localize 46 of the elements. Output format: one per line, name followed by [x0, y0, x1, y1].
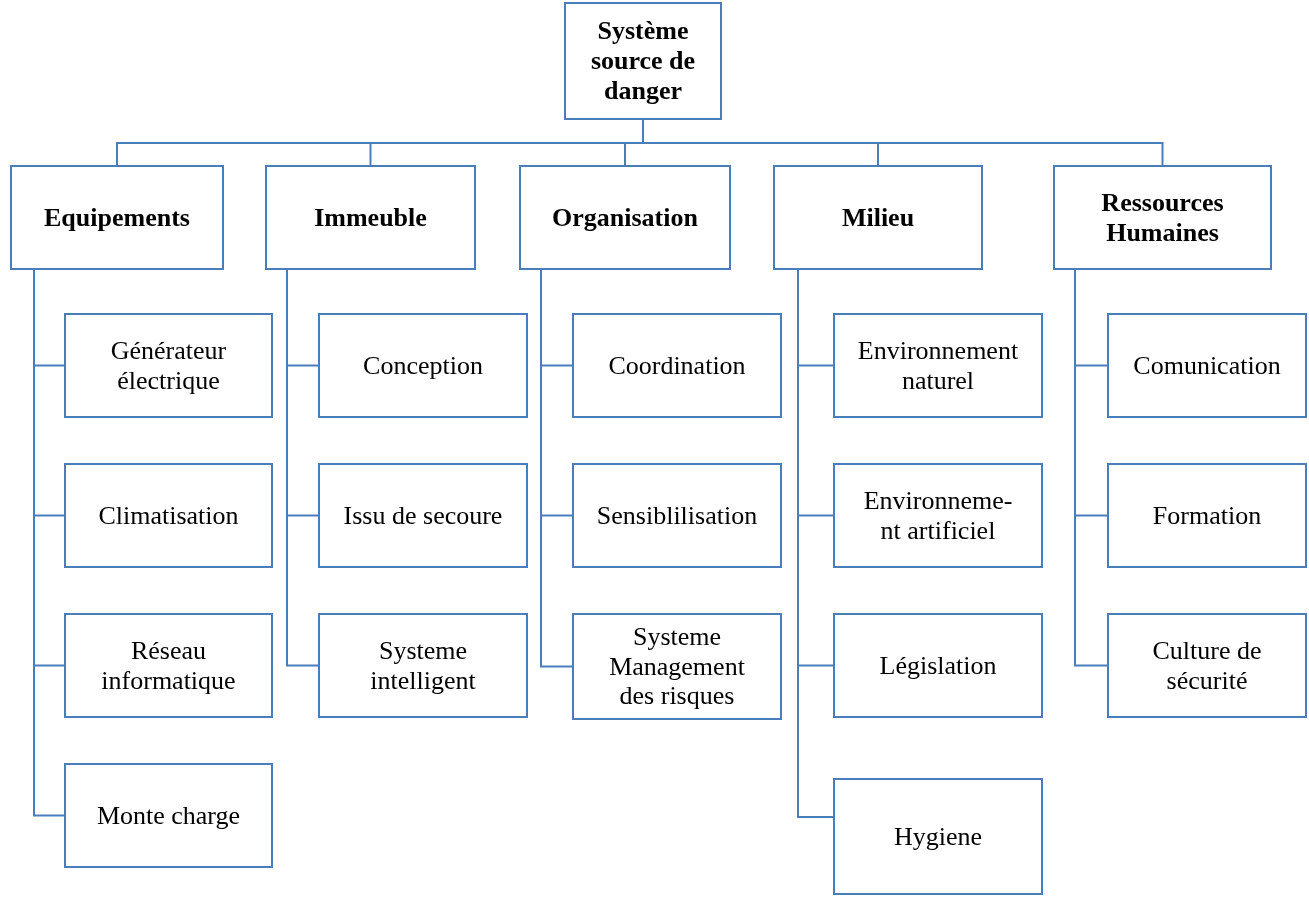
category-label: Système source de danger — [589, 16, 697, 106]
item-label: Environneme- nt artificiel — [862, 485, 1014, 546]
item-box — [833, 613, 1043, 718]
item-box — [1107, 463, 1307, 568]
item-label: Systeme Management des risques — [608, 621, 746, 712]
item-label: Climatisation — [98, 500, 239, 531]
item-label: Systeme intelligent — [369, 635, 477, 696]
item-box — [833, 463, 1043, 568]
category-box — [1053, 165, 1272, 270]
item-label: Hygiene — [893, 821, 983, 852]
category-label: Organisation — [552, 202, 698, 233]
item-box — [64, 463, 273, 568]
category-label: Equipements — [44, 202, 190, 233]
item-label: Législation — [879, 650, 997, 681]
category-label: Immeuble — [314, 202, 427, 233]
item-label: Générateur électrique — [109, 335, 228, 396]
category-box — [265, 165, 476, 270]
item-label: Conception — [363, 350, 483, 381]
item-box — [1107, 613, 1307, 718]
item-box — [318, 463, 528, 568]
item-label: Formation — [1152, 500, 1262, 531]
item-box — [572, 613, 782, 720]
item-box — [572, 463, 782, 568]
item-label: Coordination — [608, 350, 746, 381]
item-box — [64, 763, 273, 868]
item-label: Issu de secoure — [343, 500, 503, 531]
item-label: Sensiblilisation — [596, 500, 758, 531]
item-box — [833, 313, 1043, 418]
item-box — [318, 313, 528, 418]
item-box — [572, 313, 782, 418]
category-box — [564, 2, 722, 120]
item-label: Monte charge — [96, 800, 241, 831]
item-box — [64, 313, 273, 418]
category-label: Milieu — [841, 202, 915, 233]
item-box — [1107, 313, 1307, 418]
item-box — [833, 778, 1043, 895]
category-label: Ressources Humaines — [1100, 187, 1225, 248]
item-box — [64, 613, 273, 718]
item-label: Culture de sécurité — [1151, 635, 1263, 696]
category-box — [773, 165, 983, 270]
category-box — [519, 165, 731, 270]
item-label: Réseau informatique — [100, 635, 237, 696]
item-box — [318, 613, 528, 718]
item-label: Comunication — [1133, 350, 1281, 381]
item-label: Environnement naturel — [856, 335, 1020, 396]
category-box — [10, 165, 224, 270]
